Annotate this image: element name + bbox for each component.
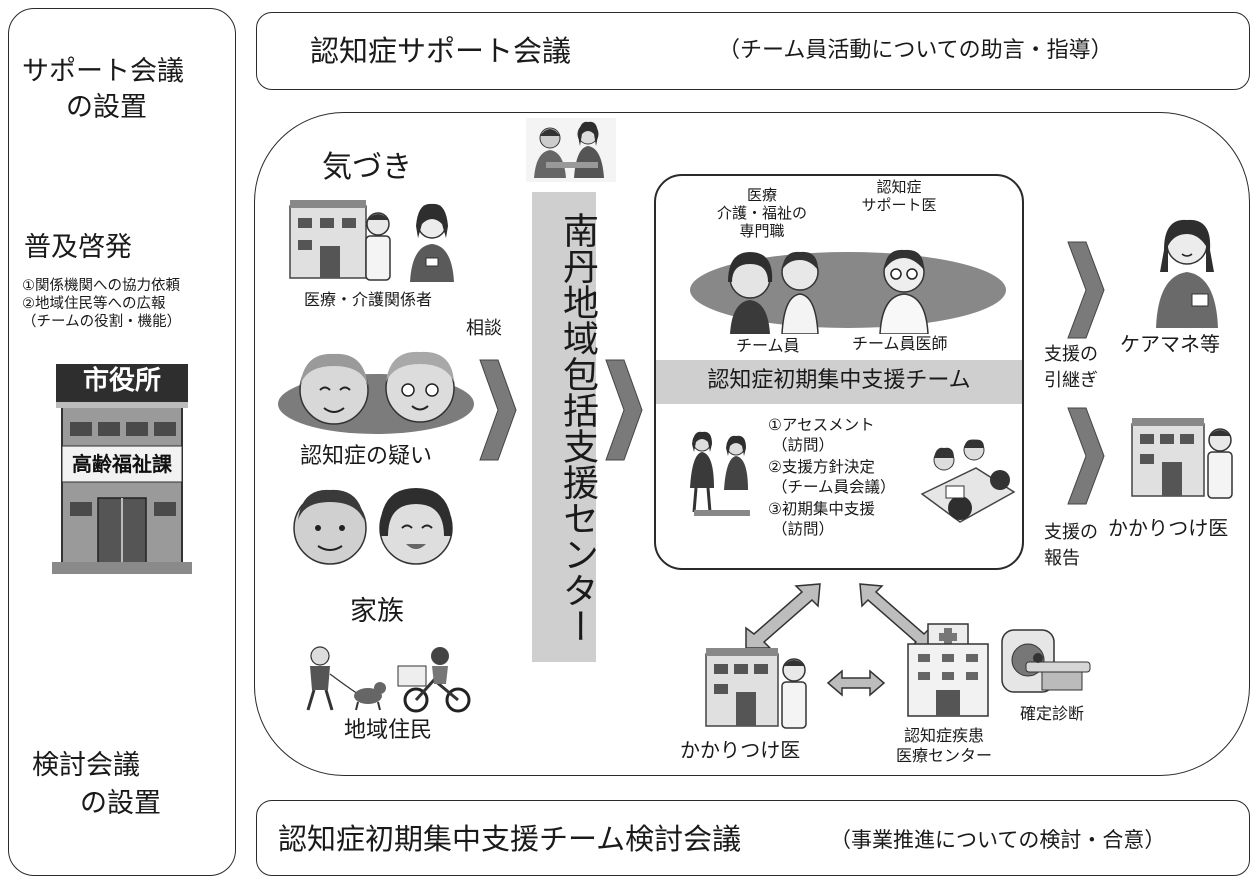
step-2-note: （チーム員会議） [772, 478, 896, 496]
awareness-item-1: ①関係機関への協力依頼 [22, 278, 180, 294]
clinic-center-double-arrow-icon [826, 668, 886, 698]
team-name-band [656, 360, 1022, 404]
center-band [532, 192, 596, 662]
notice-heading: 気づき [322, 150, 412, 185]
family-label: 家族 [350, 596, 404, 627]
consult-chevron-icon [478, 358, 518, 462]
meeting-illustration [916, 438, 1016, 528]
bottom-clinic-illustration [702, 644, 814, 730]
handover-chevron-icon [1066, 240, 1106, 340]
residents-label: 地域住民 [344, 718, 433, 743]
review-meeting-banner-subtitle: （事業推進についての検討・合意） [830, 828, 1166, 852]
professionals-line-1: 医療 [746, 186, 777, 204]
review-meeting-title: 検討会議 [32, 750, 140, 781]
support-meeting-suffix: の設置 [66, 92, 147, 123]
team-member-doctor-label: チーム員医師 [852, 334, 948, 353]
center-name: 南丹地域包括支援センター [557, 212, 598, 644]
support-meeting-banner-title: 認知症サポート会議 [310, 34, 572, 68]
city-hall-department: 高齢福祉課 [72, 452, 172, 476]
bottom-family-doctor-label: かかりつけ医 [680, 738, 801, 762]
diagnosis-label: 確定診断 [1020, 704, 1085, 723]
team-members-illustration [688, 238, 1008, 334]
handover-label-line-1: 支援の [1044, 344, 1098, 365]
professionals-line-2: 介護・福祉の [716, 204, 807, 222]
dementia-center-line-1: 認知症疾患 [903, 726, 984, 745]
family-illustration [284, 476, 464, 572]
center-to-team-chevron-icon [604, 358, 644, 462]
team-clinic-double-arrow-icon [738, 576, 828, 656]
awareness-item-3: （チームの役割・機能） [22, 314, 182, 330]
report-chevron-icon [1066, 406, 1106, 506]
care-manager-illustration [1152, 214, 1222, 328]
step-1-note: （訪問） [772, 436, 835, 454]
step-3: ③初期集中支援 [768, 500, 875, 518]
dementia-center-line-2: 医療センター [895, 746, 992, 765]
mri-scanner-illustration [998, 626, 1094, 698]
team-name: 認知症初期集中支援チーム [707, 368, 971, 393]
support-meeting-banner-subtitle: （チーム員活動についての助言・指導） [718, 38, 1113, 63]
handover-label-line-2: 引継ぎ [1044, 370, 1098, 391]
team-member-label: チーム員 [736, 336, 800, 355]
support-doctor-line-2: サポート医 [861, 196, 937, 214]
step-3-note: （訪問） [772, 520, 835, 538]
report-label-line-2: 報告 [1044, 548, 1080, 569]
support-doctor-line-1: 認知症 [876, 178, 922, 196]
dementia-center-illustration [904, 622, 992, 718]
city-hall-illustration: 市役所 高齢福祉課 [52, 362, 192, 574]
residents-illustration [294, 644, 474, 714]
medical-staff-illustration [286, 196, 466, 286]
awareness-title: 普及啓発 [24, 232, 132, 263]
review-meeting-banner-title: 認知症初期集中支援チーム検討会議 [278, 822, 742, 856]
suspected-dementia-label: 認知症の疑い [300, 444, 433, 469]
support-meeting-banner [256, 12, 1250, 90]
review-meeting-banner [256, 800, 1250, 876]
step-2: ②支援方針決定 [768, 458, 875, 476]
right-clinic-illustration [1128, 414, 1240, 500]
elderly-couple-illustration [276, 338, 476, 442]
right-family-doctor-label: かかりつけ医 [1108, 516, 1229, 540]
consult-label: 相談 [466, 318, 502, 339]
consultation-photo [526, 118, 616, 182]
professionals-line-3: 専門職 [739, 222, 785, 240]
awareness-item-2: ②地域住民等への広報 [22, 296, 166, 312]
visit-illustration [684, 428, 756, 518]
review-meeting-suffix: の設置 [80, 788, 161, 819]
care-manager-label: ケアマネ等 [1120, 332, 1220, 356]
step-1: ①アセスメント [768, 416, 875, 434]
medical-staff-label: 医療・介護関係者 [304, 290, 433, 309]
support-meeting-title: サポート会議 [22, 56, 184, 87]
city-hall-sign: 市役所 [82, 366, 161, 396]
report-label-line-1: 支援の [1044, 522, 1098, 543]
